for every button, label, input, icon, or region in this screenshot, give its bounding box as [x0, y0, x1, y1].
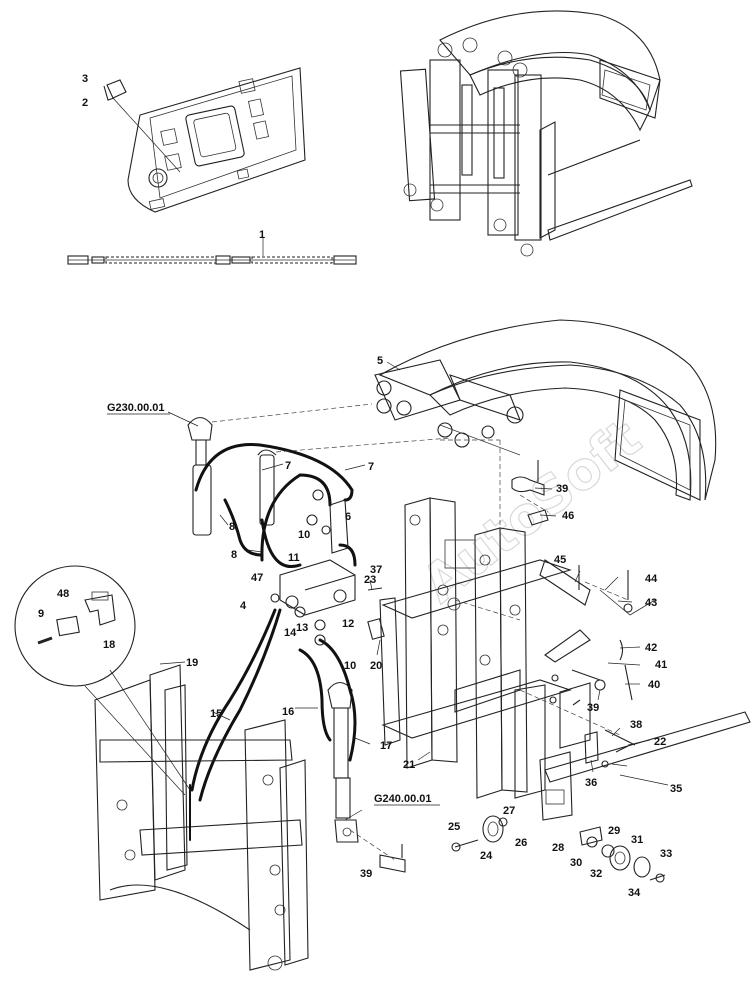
callout-11: 11: [288, 552, 300, 564]
callout-32: 32: [590, 868, 602, 880]
callout-5: 5: [377, 355, 383, 367]
callout-2: 2: [82, 97, 88, 109]
callout-48: 48: [57, 588, 69, 600]
callout-37: 37: [370, 564, 382, 576]
assembly-overview: [399, 10, 693, 257]
callout-35: 35: [670, 783, 682, 795]
callout-8b: 8: [231, 549, 237, 561]
callout-18: 18: [103, 639, 115, 651]
callout-13: 13: [296, 622, 308, 634]
callout-36: 36: [585, 777, 597, 789]
callout-27: 27: [503, 805, 515, 817]
callout-47: 47: [251, 572, 263, 584]
callout-44: 44: [645, 573, 658, 585]
callout-39c: 39: [360, 868, 372, 880]
callout-10a: 10: [298, 529, 310, 541]
callout-1: 1: [259, 229, 265, 241]
callout-10b: 10: [344, 660, 356, 672]
control-panel: [103, 67, 306, 213]
callout-45: 45: [554, 554, 566, 566]
callout-24: 24: [480, 850, 493, 862]
part-labels: 3 2 1 5 7 7 8 8 10 10 6 11 47 4 13 14 12…: [38, 73, 682, 899]
ref-g230: G230.00.01: [107, 402, 165, 414]
callout-34: 34: [628, 887, 641, 899]
callout-20: 20: [370, 660, 382, 672]
callout-39a: 39: [556, 483, 568, 495]
callout-28: 28: [552, 842, 564, 854]
wiring-harness: [67, 238, 357, 265]
callout-8a: 8: [229, 521, 235, 533]
callout-30: 30: [570, 857, 582, 869]
cylinders: [187, 416, 359, 843]
callout-31: 31: [631, 834, 643, 846]
callout-14: 14: [284, 627, 297, 639]
callout-6: 6: [345, 511, 351, 523]
valve-block: [270, 489, 385, 646]
ref-g240: G240.00.01: [374, 793, 432, 805]
callout-7b: 7: [368, 461, 374, 473]
callout-3: 3: [82, 73, 88, 85]
callout-43: 43: [645, 597, 657, 609]
callout-22: 22: [654, 736, 666, 748]
callout-12: 12: [342, 618, 354, 630]
callout-39b: 39: [587, 702, 599, 714]
reference-lines: [211, 403, 629, 861]
detail-callout: [14, 565, 191, 796]
callout-38: 38: [630, 719, 642, 731]
callout-9: 9: [38, 608, 44, 620]
callout-16: 16: [282, 706, 294, 718]
callout-23: 23: [364, 574, 376, 586]
callout-19: 19: [186, 657, 198, 669]
carriage-frame: [379, 497, 573, 821]
leader-lines: [159, 361, 669, 821]
callout-42: 42: [645, 642, 657, 654]
callout-46: 46: [562, 510, 574, 522]
callout-33: 33: [660, 848, 672, 860]
mast-frame: [94, 664, 309, 971]
callout-17: 17: [380, 740, 392, 752]
callout-7a: 7: [285, 460, 291, 472]
callout-21: 21: [403, 759, 415, 771]
forks: [514, 629, 751, 799]
reference-codes: G230.00.01 G240.00.01: [107, 402, 440, 806]
callout-4: 4: [240, 600, 247, 612]
callout-29: 29: [608, 825, 620, 837]
callout-15: 15: [210, 708, 222, 720]
hardware: [379, 460, 666, 883]
callout-25: 25: [448, 821, 460, 833]
callout-41: 41: [655, 659, 667, 671]
callout-40: 40: [648, 679, 660, 691]
callout-26: 26: [515, 837, 527, 849]
